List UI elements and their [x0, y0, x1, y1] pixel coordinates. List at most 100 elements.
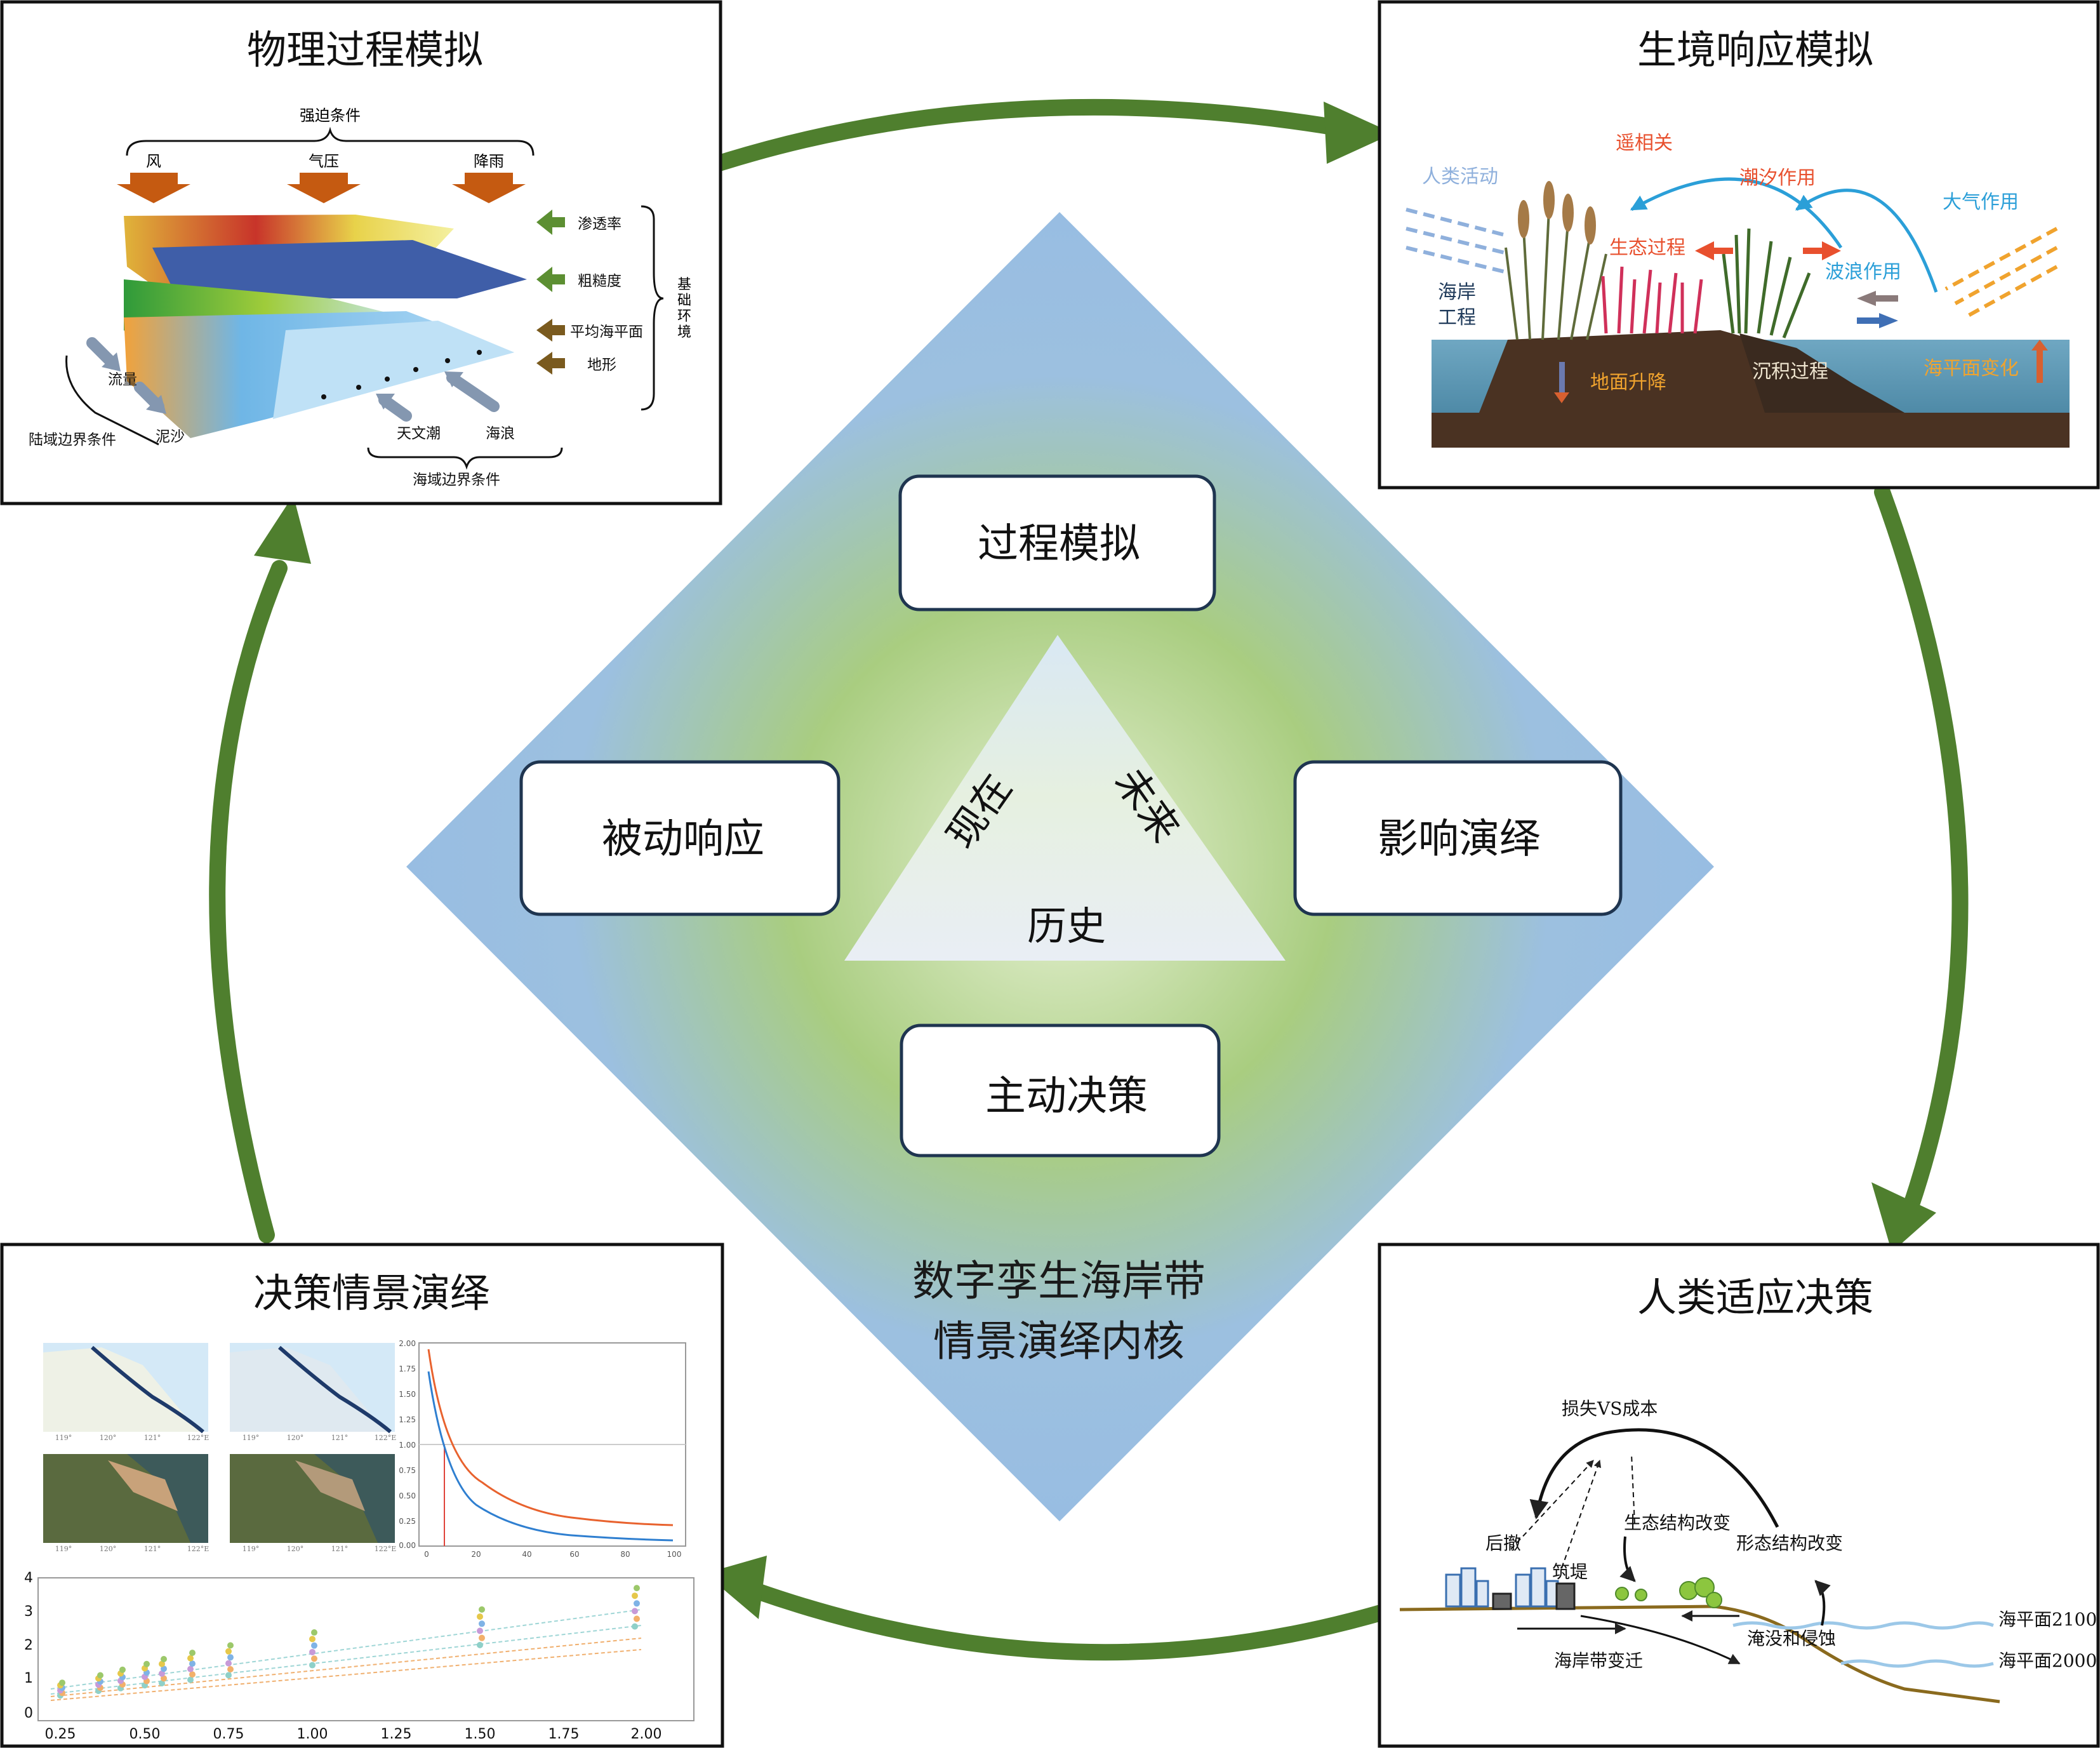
scatter-marker: [161, 1675, 167, 1682]
sea-boundary-brace: [367, 447, 563, 470]
retreat-label: 后撤: [1485, 1533, 1521, 1554]
eco-to-loss-arrow: [1631, 1453, 1635, 1524]
building-icon: [1445, 1567, 1559, 1608]
pressure-arrow-icon: [287, 173, 361, 203]
sat2-xtick-3: 122°E: [375, 1545, 397, 1553]
subsidence-arrow-icon: [1559, 362, 1565, 394]
ring-arrow-top: [695, 98, 1360, 177]
sat1-xtick-3: 122°E: [187, 1545, 209, 1553]
wave-arrow-icon: [446, 372, 500, 412]
engineering-label-2: 工程: [1438, 307, 1476, 329]
land-boundary-label: 陆域边界条件: [29, 432, 116, 448]
map2-xtick-3: 122°E: [375, 1434, 397, 1442]
base-env-3: 环: [677, 309, 691, 324]
scatter-marker: [189, 1671, 196, 1678]
land-boundary-brace: [65, 355, 159, 446]
box-top-label: 过程模拟: [978, 521, 1140, 568]
arrowhead-right: [1871, 1182, 1936, 1252]
ring-arrow-bottom: [747, 1582, 1389, 1661]
panel-habitat-response: 生境响应模拟: [1378, 0, 2100, 490]
topography-label: 地形: [587, 357, 616, 373]
morph-change-label: 形态结构改变: [1736, 1533, 1843, 1554]
eco-change-label: 生态结构改变: [1624, 1512, 1731, 1533]
ring-arrow-right: [1874, 484, 1969, 1215]
scatter-marker: [225, 1660, 232, 1667]
sat2-xtick-0: 119°: [243, 1545, 260, 1553]
panel-title: 生境响应模拟: [1637, 27, 1873, 73]
scatter-marker: [309, 1648, 316, 1655]
scatter-marker: [119, 1666, 126, 1673]
sat-tile-1: [43, 1454, 208, 1543]
sl2000-label: 海平面2000: [1998, 1650, 2097, 1671]
sat2-xtick-2: 121°: [331, 1545, 349, 1553]
sat1-xtick-2: 121°: [144, 1545, 161, 1553]
curve-xtick-2: 40: [522, 1550, 531, 1559]
core-title-line1: 数字孪生海岸带: [912, 1257, 1206, 1305]
deposition-label: 沉积过程: [1752, 361, 1828, 383]
retreat-to-loss-arrow: [1510, 1460, 1594, 1550]
panel-human-adaptation: 人类适应决策 损失VS成本 后撤 筑堤: [1378, 1243, 2100, 1748]
box-bottom-label: 主动决策: [985, 1073, 1148, 1120]
scatter-marker: [189, 1650, 196, 1657]
permeability-label: 渗透率: [578, 216, 621, 232]
tide-curve-arrow: [1795, 189, 1938, 293]
scatter-marker: [189, 1660, 196, 1667]
scatter-marker: [187, 1655, 194, 1662]
sat1-xtick-0: 119°: [55, 1545, 72, 1553]
scatter-marker: [227, 1642, 234, 1649]
map1-xtick-3: 122°E: [187, 1434, 209, 1442]
teleconnection-arrow: [1630, 177, 1843, 249]
msl-arrow-icon: [536, 319, 565, 342]
wind-label: 风: [146, 152, 161, 170]
dike-label: 筑堤: [1552, 1561, 1588, 1582]
scatter-xtick-4: 1.25: [381, 1726, 412, 1742]
scatter-marker: [634, 1585, 640, 1592]
scatter-marker: [225, 1672, 232, 1679]
rain-label: 降雨: [474, 152, 504, 170]
scatter-marker: [632, 1623, 638, 1630]
sat2-xtick-1: 120°: [287, 1545, 304, 1553]
curve-xtick-5: 100: [667, 1550, 682, 1559]
scatter-points: [57, 1585, 640, 1699]
map2-xtick-0: 119°: [243, 1434, 260, 1442]
box-right-label: 影响演绎: [1378, 816, 1540, 863]
arrowhead-top: [1324, 102, 1393, 164]
scatter-marker: [159, 1680, 165, 1686]
scatter-xtick-2: 0.75: [213, 1726, 244, 1742]
wind-arrow-icon: [117, 173, 190, 203]
scatter-ytick-3: 3: [24, 1604, 33, 1620]
map-tile-2: [230, 1343, 395, 1434]
scatter-xtick-6: 1.75: [548, 1726, 580, 1742]
permeability-arrow-icon: [536, 210, 565, 235]
sealevel-label: 海平面变化: [1924, 357, 2019, 380]
scatter-ytick-2: 2: [24, 1638, 33, 1653]
flow-label: 流量: [108, 371, 137, 388]
sea-level-2000-line: [1840, 1659, 1994, 1668]
sealevel-arrow-icon: [2037, 348, 2043, 383]
rain-arrow-icon: [452, 173, 526, 203]
ground-profile: [1399, 1605, 2000, 1704]
curve-ytick-0: 2.00: [399, 1339, 416, 1348]
marsh-ground: [1432, 330, 2070, 448]
scatter-xtick-1: 0.50: [130, 1726, 161, 1742]
scatter-xtick-7: 2.00: [631, 1726, 662, 1742]
ring-arrow-left: [209, 560, 288, 1243]
scatter-marker: [634, 1615, 640, 1622]
scatter-ytick-0: 0: [24, 1705, 33, 1721]
scatter-marker: [479, 1634, 485, 1641]
scatter-marker: [59, 1679, 65, 1686]
arrowhead-left: [254, 495, 311, 564]
curve-ytick-3: 1.25: [399, 1415, 416, 1424]
scatter-xtick-3: 1.00: [297, 1726, 328, 1742]
time-triangle: [844, 635, 1286, 961]
human-activity-label: 人类活动: [1422, 166, 1498, 188]
panel-title: 物理过程模拟: [247, 27, 483, 73]
inundation-label: 淹没和侵蚀: [1747, 1628, 1836, 1649]
base-env-1: 基: [677, 277, 691, 293]
coast-migration-arrow-2: [1580, 1615, 1741, 1665]
tide-label: 天文潮: [397, 425, 441, 442]
scatter-marker: [479, 1620, 485, 1627]
tide-label: 潮汐作用: [1739, 167, 1816, 189]
scatter-ytick-4: 4: [24, 1570, 33, 1586]
green-grass: [1722, 228, 1811, 338]
